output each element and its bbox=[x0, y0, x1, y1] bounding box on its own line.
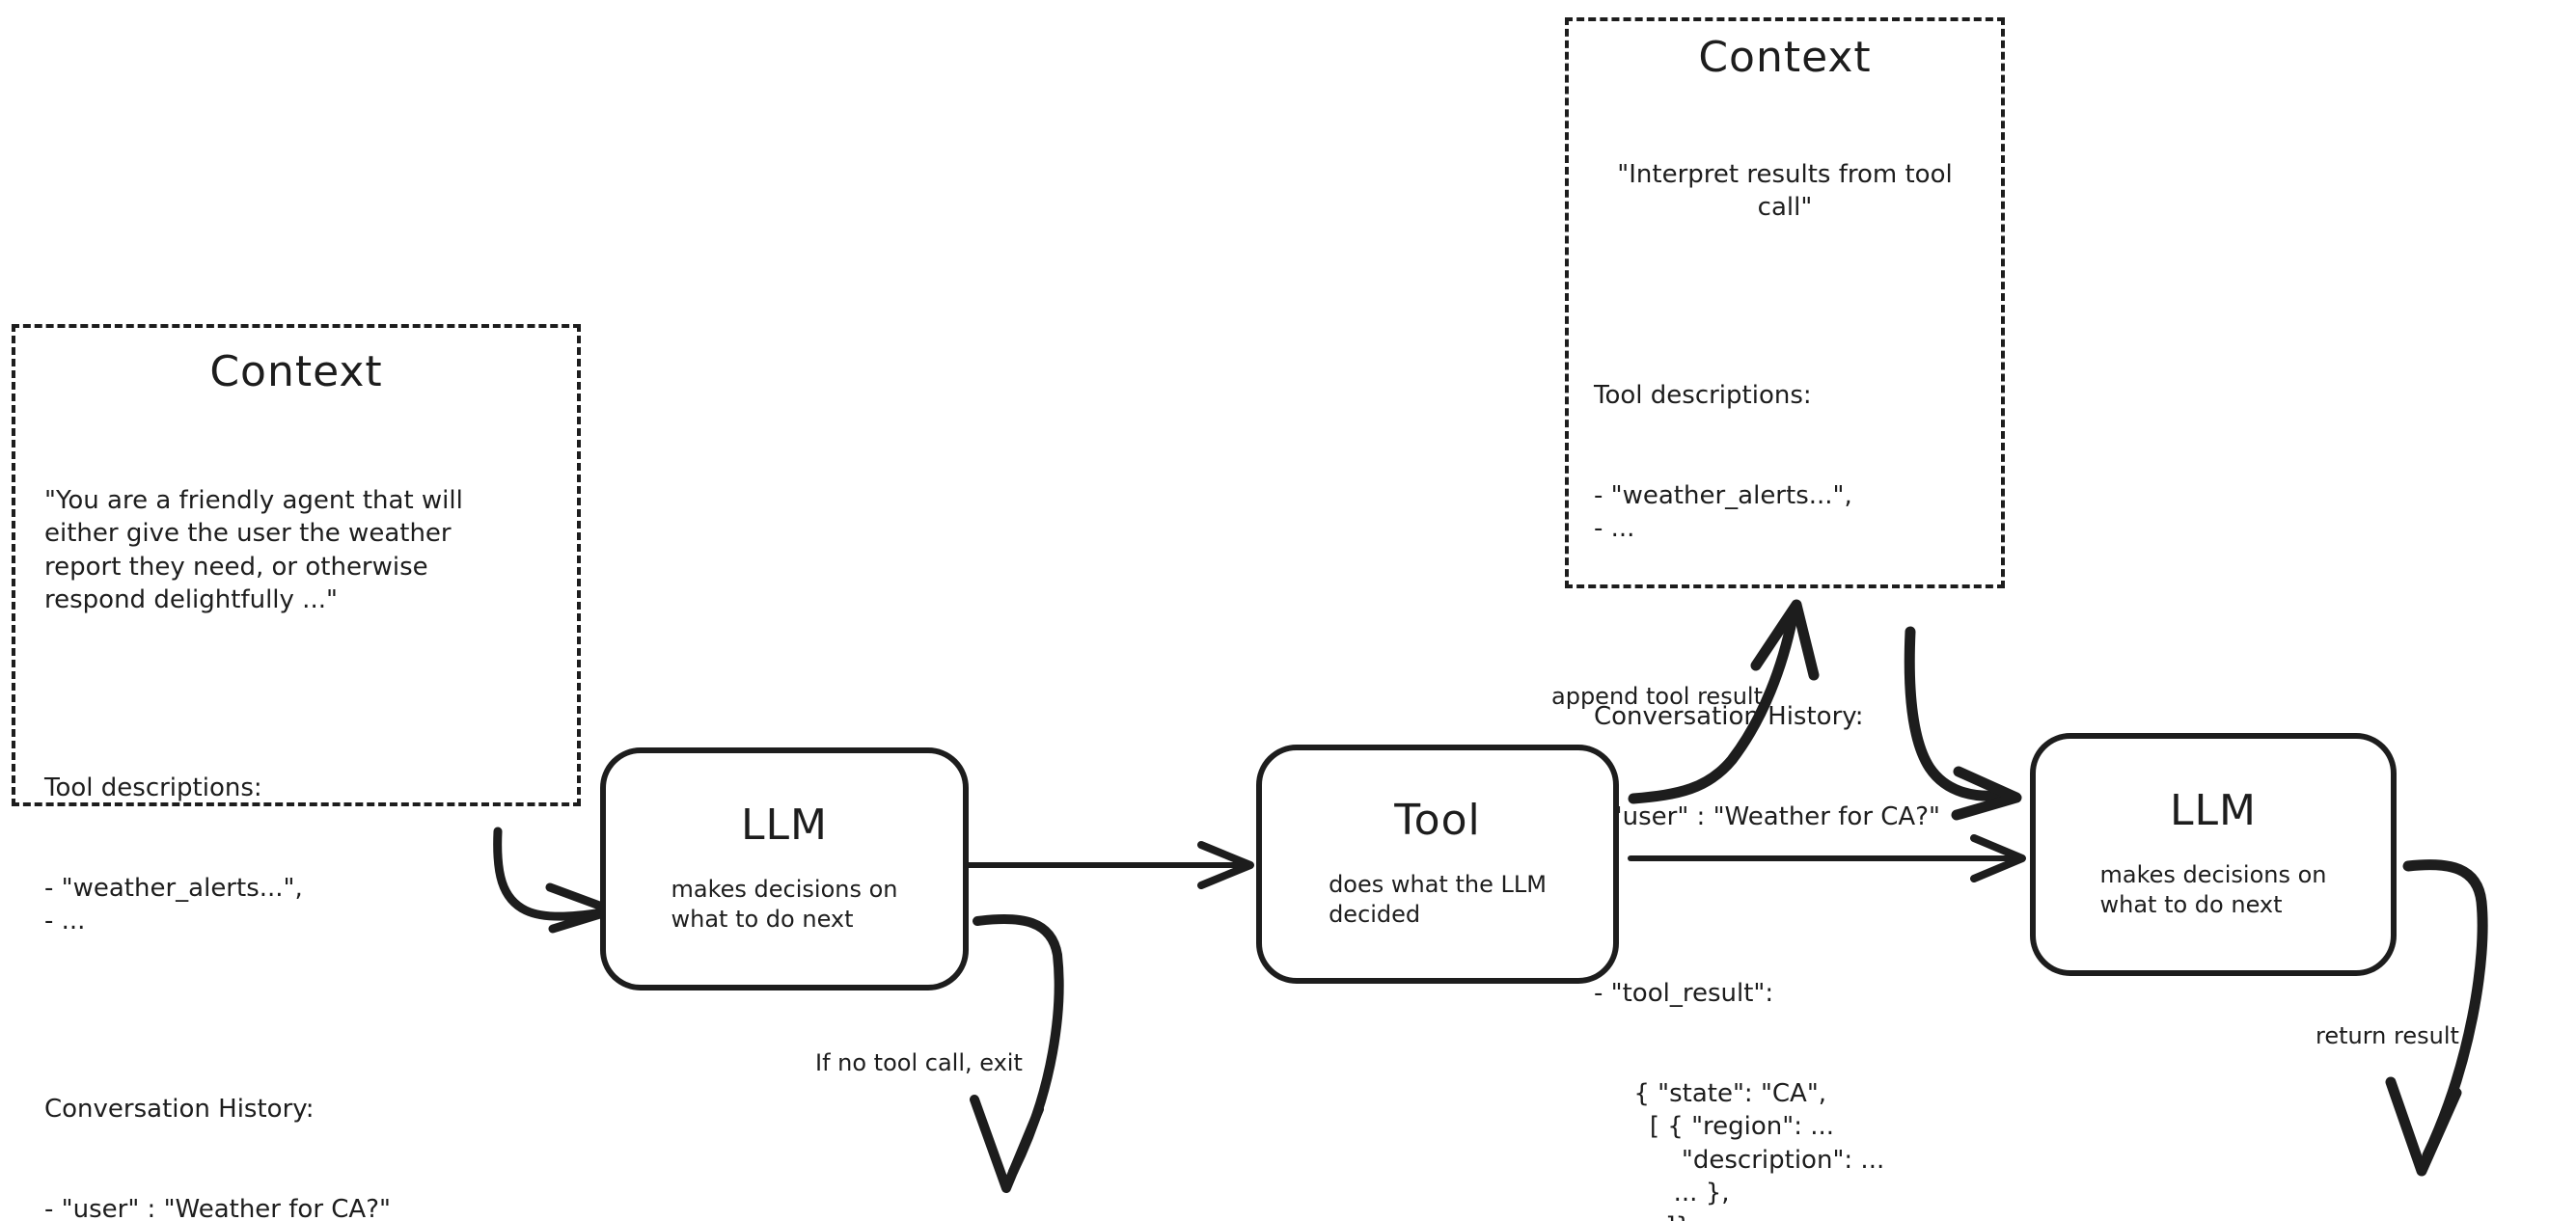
spacer bbox=[44, 684, 548, 705]
node-tool-subtitle: does what the LLM decided bbox=[1329, 871, 1547, 929]
edge-label-append-tool-result: append tool result bbox=[1551, 683, 1763, 710]
context-right-system-prompt: "Interpret results from tool call" bbox=[1617, 159, 1960, 223]
context-left-tool-descriptions-heading: Tool descriptions: bbox=[44, 773, 262, 803]
arrow-llm-left-to-tool-head bbox=[1197, 841, 1254, 889]
arrow-tool-to-llm-right-head bbox=[1970, 834, 2026, 882]
context-right-tool-descriptions-heading: Tool descriptions: bbox=[1594, 381, 1812, 411]
context-right-conversation-heading: Conversation History: bbox=[1594, 702, 1864, 732]
node-llm-right[interactable]: LLM makes decisions on what to do next bbox=[2030, 733, 2397, 976]
context-right-body: "Interpret results from tool call" Tool … bbox=[1594, 91, 1976, 1221]
context-right-tool-result-body: { "state": "CA", [ { "region": ... "desc… bbox=[1633, 1078, 1885, 1221]
edge-label-return-result: return result bbox=[2316, 1022, 2459, 1049]
context-left-body: "You are a friendly agent that will eith… bbox=[44, 417, 548, 1221]
context-left-conversation-items: - "user" : "Weather for CA?" bbox=[44, 1195, 391, 1221]
context-left-title: Context bbox=[209, 347, 383, 396]
node-tool[interactable]: Tool does what the LLM decided bbox=[1256, 745, 1619, 984]
node-tool-title: Tool bbox=[1394, 796, 1481, 846]
context-panel-right: Context "Interpret results from tool cal… bbox=[1565, 17, 2005, 1221]
node-llm-left[interactable]: LLM makes decisions on what to do next bbox=[600, 747, 969, 990]
node-llm-left-subtitle: makes decisions on what to do next bbox=[671, 876, 898, 934]
spacer bbox=[44, 1005, 548, 1026]
node-llm-left-title: LLM bbox=[741, 800, 828, 851]
spacer bbox=[1594, 901, 1976, 910]
context-left-system-prompt: "You are a friendly agent that will eith… bbox=[44, 485, 463, 615]
context-panel-left: Context "You are a friendly agent that w… bbox=[12, 324, 581, 1221]
arrow-llm-right-return-result-head bbox=[2385, 1076, 2462, 1177]
context-left-tool-descriptions-items: - "weather_alerts...", - ... bbox=[44, 873, 303, 936]
node-llm-right-title: LLM bbox=[2170, 786, 2257, 836]
context-right-tool-descriptions-items: - "weather_alerts...", - ... bbox=[1594, 480, 1852, 544]
context-right-title: Context bbox=[1698, 33, 1872, 82]
context-right-tool-result-label: - "tool_result": bbox=[1594, 978, 1774, 1008]
spacer bbox=[1594, 291, 1976, 312]
node-llm-right-subtitle: makes decisions on what to do next bbox=[2099, 861, 2327, 919]
context-right-conversation-items: - "user" : "Weather for CA?" bbox=[1594, 801, 1940, 831]
arrow-llm-left-exit-head bbox=[970, 1095, 1044, 1193]
spacer bbox=[1594, 612, 1976, 634]
edge-label-if-no-tool-call-exit: If no tool call, exit bbox=[815, 1049, 1023, 1076]
arrow-llm-right-return-result bbox=[2402, 859, 2488, 1161]
context-left-conversation-heading: Conversation History: bbox=[44, 1095, 315, 1125]
arrow-llm-left-exit bbox=[973, 914, 1064, 1177]
